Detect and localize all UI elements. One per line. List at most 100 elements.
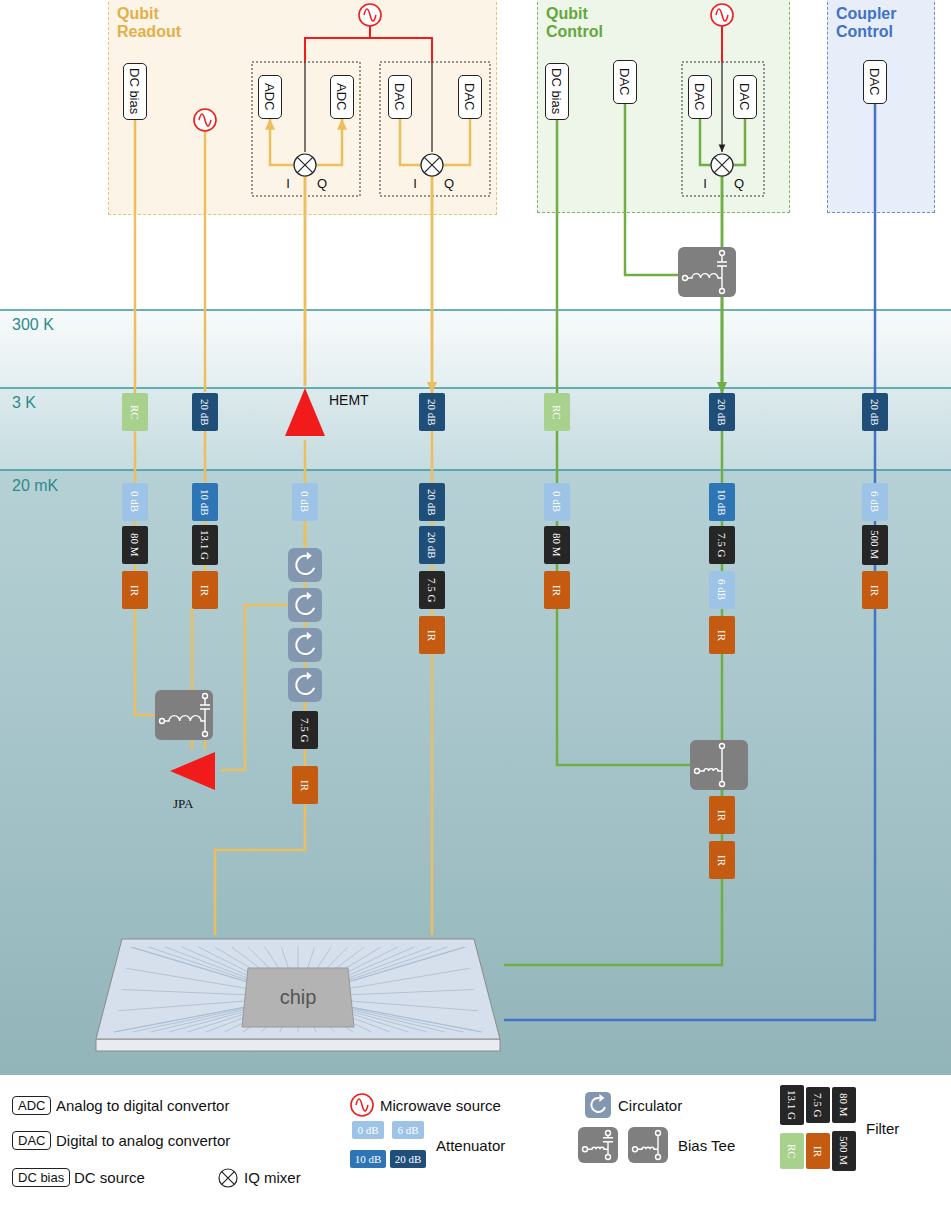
node-label: IR [299, 780, 311, 791]
wire [721, 834, 724, 841]
bias-tee [155, 690, 213, 740]
label-text: DC bias [18, 1170, 64, 1185]
bias-tee [578, 1127, 618, 1163]
legend-sample: 7.5 G [806, 1087, 830, 1123]
filter: IR [292, 766, 318, 804]
bias-tee [690, 740, 748, 790]
instrument-box: ADC [258, 75, 282, 119]
wire [556, 431, 559, 483]
attenuator: 6 dB [862, 483, 888, 521]
port-label: Q [444, 176, 454, 191]
label-text: 20 mK [12, 477, 58, 494]
node-label: 7.5 G [299, 718, 311, 742]
group-fill [108, 0, 497, 215]
filter: IR [192, 571, 218, 609]
filter: 7.5 G [709, 526, 735, 564]
filter: IR [709, 796, 735, 834]
microwave-source [711, 4, 733, 26]
attenuator: 20 dB [419, 526, 445, 564]
amplifier: HEMT [283, 386, 373, 440]
wire [721, 431, 724, 483]
node-label: 20 dB [869, 399, 881, 426]
legend-text: Attenuator [436, 1137, 505, 1154]
legend-entry: Analog to digital convertor [56, 1097, 229, 1114]
node-label: 500 M [869, 530, 881, 559]
stage-line [0, 469, 951, 471]
filter: 500 M [862, 525, 888, 564]
wire [215, 804, 305, 935]
node-label: DAC [692, 83, 707, 110]
node-label: IR [129, 585, 141, 596]
label-text: 3 K [12, 394, 36, 411]
node-label: DAC [867, 68, 882, 95]
port-label: Q [317, 176, 327, 191]
node-label: IR [869, 585, 881, 596]
circulator [288, 628, 322, 662]
pump-wire [204, 131, 207, 392]
instrument-box: DC bias [545, 63, 569, 119]
filter: IR [122, 571, 148, 609]
node-label: 20 dB [426, 399, 438, 426]
node-label: DAC [617, 68, 632, 95]
microwave-source [359, 4, 381, 26]
iq-mixer [294, 154, 316, 176]
legend-text: DC source [74, 1169, 145, 1186]
node-label: chip [280, 986, 317, 1009]
node-label: 7.5 G [426, 578, 438, 602]
group-panel: DC biasDACDACDACQubit Control [537, 0, 790, 213]
node-label: IR [716, 810, 728, 821]
instrument-box: DAC [388, 75, 412, 119]
circulator [288, 548, 322, 582]
legend-sample: 80 M [832, 1087, 856, 1123]
legend-text: Circulator [618, 1097, 682, 1114]
wire [134, 431, 137, 483]
node-label: 13.1 G [199, 530, 211, 560]
node-label: IR [426, 630, 438, 641]
node-label: 6 dB [716, 579, 728, 600]
attenuator: 10 dB [709, 483, 735, 521]
node-label: DC bias [549, 68, 564, 114]
label-text: Q [734, 176, 744, 191]
label-text: 300 K [12, 316, 54, 333]
label-text: 500 M [838, 1136, 850, 1165]
label-text: 6 dB [397, 1124, 418, 1136]
label-text: DAC [18, 1133, 45, 1148]
filter: IR [709, 841, 735, 879]
node-label: 20 dB [716, 399, 728, 426]
attenuator: 0 dB [544, 483, 570, 521]
iq-mixer [421, 154, 443, 176]
label-text: 20 dB [395, 1153, 422, 1165]
label-text: I [413, 176, 417, 191]
legend-sample: 20 dB [390, 1150, 427, 1168]
node-label: DAC [462, 83, 477, 110]
node-label: 20 dB [426, 532, 438, 559]
node-label: IR [199, 585, 211, 596]
node-label: 0 dB [551, 491, 563, 512]
wire [431, 609, 434, 616]
legend-sample: 0 dB [352, 1121, 383, 1139]
temperature-band [0, 388, 951, 470]
legend-entry: Microwave source [380, 1097, 501, 1114]
filter: IR [419, 616, 445, 654]
wire [431, 564, 434, 571]
node-label: HEMT [329, 392, 369, 408]
attenuator: 20 dB [419, 483, 445, 521]
wire [204, 431, 207, 483]
wire [874, 104, 877, 394]
node-label: IR [716, 630, 728, 641]
label-text: RC [786, 1144, 798, 1159]
stage-line [0, 387, 951, 389]
instrument-box: DAC [733, 75, 757, 119]
wire [557, 609, 722, 796]
port-label: I [703, 176, 707, 191]
label-text: I [703, 176, 707, 191]
mixer-frame [682, 62, 764, 196]
legend-sample: 10 dB [350, 1150, 387, 1168]
wire [134, 120, 137, 393]
filter: 7.5 G [419, 571, 445, 609]
attenuator: 6 dB [709, 571, 735, 609]
stage-line [0, 309, 951, 311]
legend-text: Filter [866, 1120, 899, 1137]
attenuator: 20 dB [419, 393, 445, 431]
node-label: ADC [334, 83, 349, 110]
